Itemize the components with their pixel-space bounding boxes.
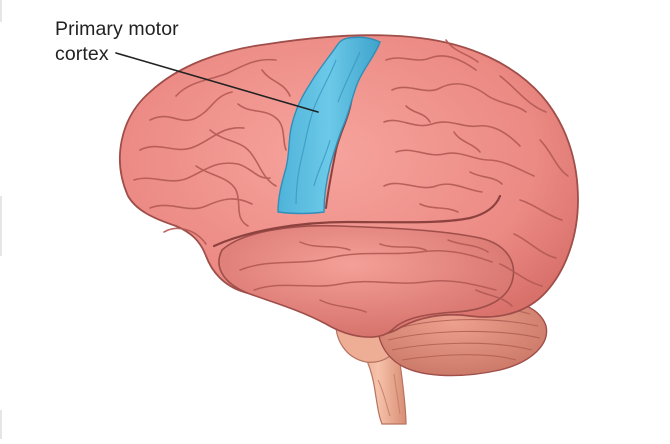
edge-mark-bottom: [0, 410, 2, 439]
primary-motor-cortex-region: [277, 36, 381, 215]
temporal-sulci: [239, 239, 497, 313]
primary-motor-cortex-label: Primary motor cortex: [55, 17, 179, 67]
edge-mark-middle: [0, 196, 2, 256]
lateral-sulcus: [212, 194, 502, 248]
label-leader-line: [115, 52, 319, 113]
label-line-2: cortex: [55, 43, 109, 65]
motor-cortex-folds: [295, 51, 361, 205]
edge-mark-top: [0, 0, 2, 22]
label-line-1: Primary motor: [55, 18, 179, 40]
cortex-sulci: [133, 39, 569, 307]
